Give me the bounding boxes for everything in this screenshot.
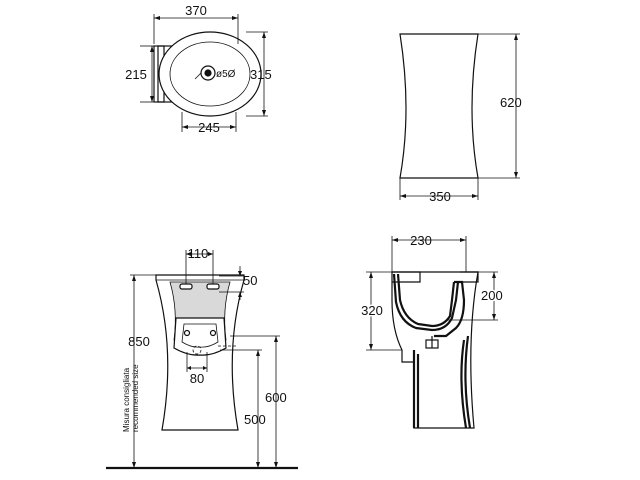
- top-view-drain-inner: [204, 69, 212, 77]
- section-wall-bowl: [392, 273, 460, 332]
- dim-section-depth: 230: [410, 233, 432, 248]
- section-view-outline: [391, 271, 479, 429]
- note-line-2: recommended size: [131, 364, 140, 432]
- note-line-1: Misura consigliata: [122, 367, 131, 432]
- dim-top-bottom-width: 245: [198, 120, 220, 135]
- dim-total-height: 850: [128, 334, 150, 349]
- dim-top-depth-right: 315: [250, 67, 272, 82]
- drain-bolt-left: [183, 329, 191, 337]
- front-view-drain-bracket: [173, 317, 227, 356]
- dim-top-depth-left: 215: [125, 67, 147, 82]
- front-view-body: [155, 274, 245, 431]
- section-view: 230 320 200: [360, 233, 504, 429]
- dim-drain-spacing: 80: [190, 371, 204, 386]
- fixing-hole-left: [179, 283, 193, 290]
- side-view: 620 350: [399, 33, 522, 204]
- dim-drain-height: 600: [265, 390, 287, 405]
- dim-hole-offset: 50: [243, 273, 257, 288]
- dim-connection-height: 500: [244, 412, 266, 427]
- fixing-hole-right: [206, 283, 220, 290]
- front-view: 110 50 850 Misura consigliata recommende…: [106, 246, 298, 470]
- side-view-body: [399, 33, 479, 179]
- dim-hole-spacing: 110: [188, 246, 209, 261]
- dim-drain-diameter: ø5Ø: [216, 69, 236, 80]
- dim-section-height-right: 200: [481, 288, 503, 303]
- dim-top-width: 370: [185, 3, 207, 18]
- dim-section-height-left: 320: [361, 303, 383, 318]
- drain-bolt-right: [209, 329, 217, 337]
- top-view: 370 215 315 ø5Ø 245: [125, 3, 272, 135]
- top-view-basin-inner: [169, 41, 251, 107]
- dim-side-width: 350: [429, 189, 451, 204]
- drain-outlet: [192, 345, 202, 355]
- dim-side-height: 620: [500, 95, 522, 110]
